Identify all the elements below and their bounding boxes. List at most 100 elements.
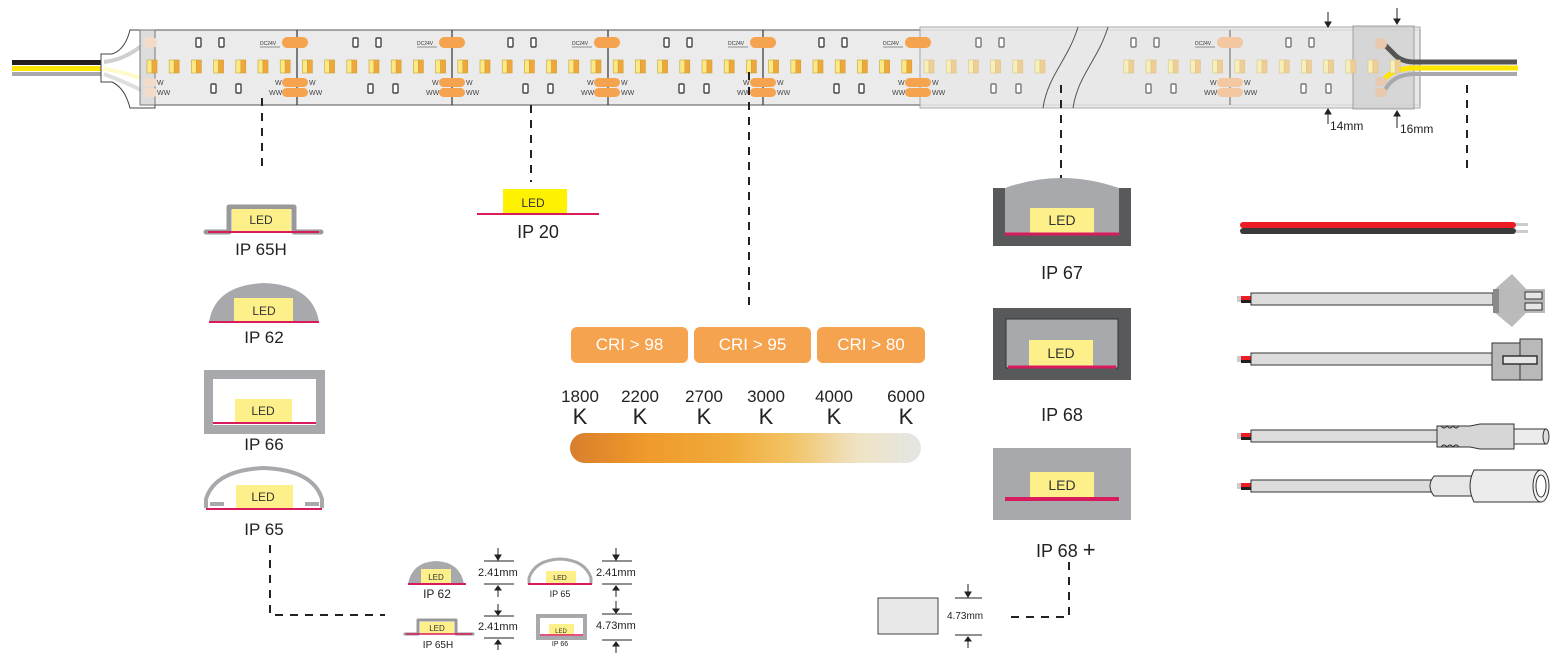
- led-chip: [568, 59, 575, 74]
- solder-pad: [282, 88, 308, 97]
- led-chip: [1150, 59, 1157, 74]
- resistor: [218, 37, 225, 48]
- profile-label-ip65h: IP 65H: [235, 240, 287, 259]
- resistor: [522, 83, 529, 94]
- led-chip: [1190, 59, 1196, 74]
- profile-label-ip68: IP 68: [1041, 405, 1083, 425]
- led-chip: [751, 59, 757, 74]
- resistor: [990, 83, 997, 94]
- channel-label-ww: WW: [737, 90, 751, 97]
- resistor: [392, 83, 399, 94]
- channel-label-ww: WW: [777, 90, 791, 97]
- led-chip: [395, 59, 402, 74]
- resistor: [547, 83, 554, 94]
- solder-pad: [439, 37, 465, 48]
- resistor: [352, 37, 359, 48]
- led-chip: [990, 59, 996, 74]
- channel-label-ww: WW: [621, 90, 635, 97]
- solder-pad: [1217, 78, 1243, 87]
- channel-label-ww: WW: [892, 90, 906, 97]
- cable-dc-female-jack: [1237, 469, 1550, 503]
- profile-label-ip20: IP 20: [517, 222, 559, 242]
- led-chip: [373, 59, 380, 74]
- led-label: LED: [555, 629, 567, 635]
- channel-label-w: W: [466, 80, 473, 87]
- color-temperature-gradient-bar: [570, 433, 921, 463]
- led-chip: [302, 59, 308, 74]
- led-chip: [1283, 59, 1290, 74]
- channel-label-w: W: [777, 80, 784, 87]
- resistor: [1153, 37, 1160, 48]
- led-chip: [723, 59, 730, 74]
- plus-icon: +: [1082, 537, 1096, 562]
- cri-option-80[interactable]: CRI > 80: [817, 327, 925, 363]
- led-chip: [968, 59, 974, 74]
- led-chip: [795, 59, 802, 74]
- resistor: [1130, 37, 1137, 48]
- cri-option-95[interactable]: CRI > 95: [694, 327, 811, 363]
- resistor: [686, 37, 693, 48]
- thickness-dimension-ip65h: 2.41mm: [478, 621, 518, 633]
- wire-gray: [12, 72, 102, 76]
- profile-label-ip62: IP 62: [244, 328, 284, 347]
- led-chip: [173, 59, 180, 74]
- led-chip: [218, 59, 224, 74]
- resistor: [210, 83, 217, 94]
- led-chip: [506, 59, 513, 74]
- dimension-16mm-label: 16mm: [1400, 122, 1434, 136]
- resistor: [367, 83, 374, 94]
- led-label: LED: [553, 575, 567, 582]
- channel-label-ww: WW: [1204, 90, 1218, 97]
- resistor: [1285, 37, 1292, 48]
- led-chip: [262, 59, 269, 74]
- resistor: [858, 83, 865, 94]
- solder-pad: [1375, 77, 1387, 86]
- cct-value: 3000: [747, 387, 785, 406]
- solder-pad: [905, 78, 931, 87]
- led-chip: [501, 59, 508, 74]
- profile-label-ip67: IP 67: [1041, 263, 1083, 283]
- solder-pad: [143, 78, 157, 87]
- leader-line-ip68plus: [1005, 562, 1070, 618]
- cri-option-98[interactable]: CRI > 98: [571, 327, 688, 363]
- led-chip: [524, 59, 530, 74]
- led-chip: [1128, 59, 1135, 74]
- led-chip: [1301, 59, 1307, 74]
- cct-unit: K: [758, 404, 774, 429]
- profile-label-ip66: IP 66: [244, 435, 284, 454]
- led-chip: [240, 59, 247, 74]
- led-label: LED: [1048, 477, 1075, 493]
- resistor: [833, 83, 840, 94]
- led-chip: [812, 59, 819, 74]
- led-chip: [662, 59, 668, 74]
- resistor: [818, 37, 825, 48]
- led-chip: [1123, 59, 1130, 74]
- thickness-label-ip65: IP 65: [549, 589, 571, 599]
- led-chip: [390, 59, 397, 74]
- channel-label-w: W: [157, 80, 164, 87]
- thickness-ip65h: LED: [403, 618, 475, 636]
- led-chip: [551, 59, 557, 74]
- cct-unit: K: [696, 404, 712, 429]
- profile-ip68: LED: [993, 308, 1131, 380]
- led-label: LED: [428, 573, 444, 582]
- solder-pad: [1217, 88, 1243, 97]
- thickness-label-ip62: IP 62: [423, 587, 451, 601]
- cable-jst-female-connector: [1237, 338, 1543, 381]
- led-chip: [168, 59, 175, 74]
- led-chip: [995, 59, 1001, 74]
- width-dimension-14mm: [1324, 12, 1332, 124]
- solder-pad: [439, 78, 465, 87]
- wire-black: [1382, 42, 1517, 65]
- channel-label-w: W: [432, 80, 439, 87]
- profile-label-ip68plus: IP 68 +: [1036, 537, 1096, 563]
- channel-label-w: W: [932, 80, 939, 87]
- led-chip: [862, 59, 868, 74]
- channel-label-w: W: [1244, 80, 1251, 87]
